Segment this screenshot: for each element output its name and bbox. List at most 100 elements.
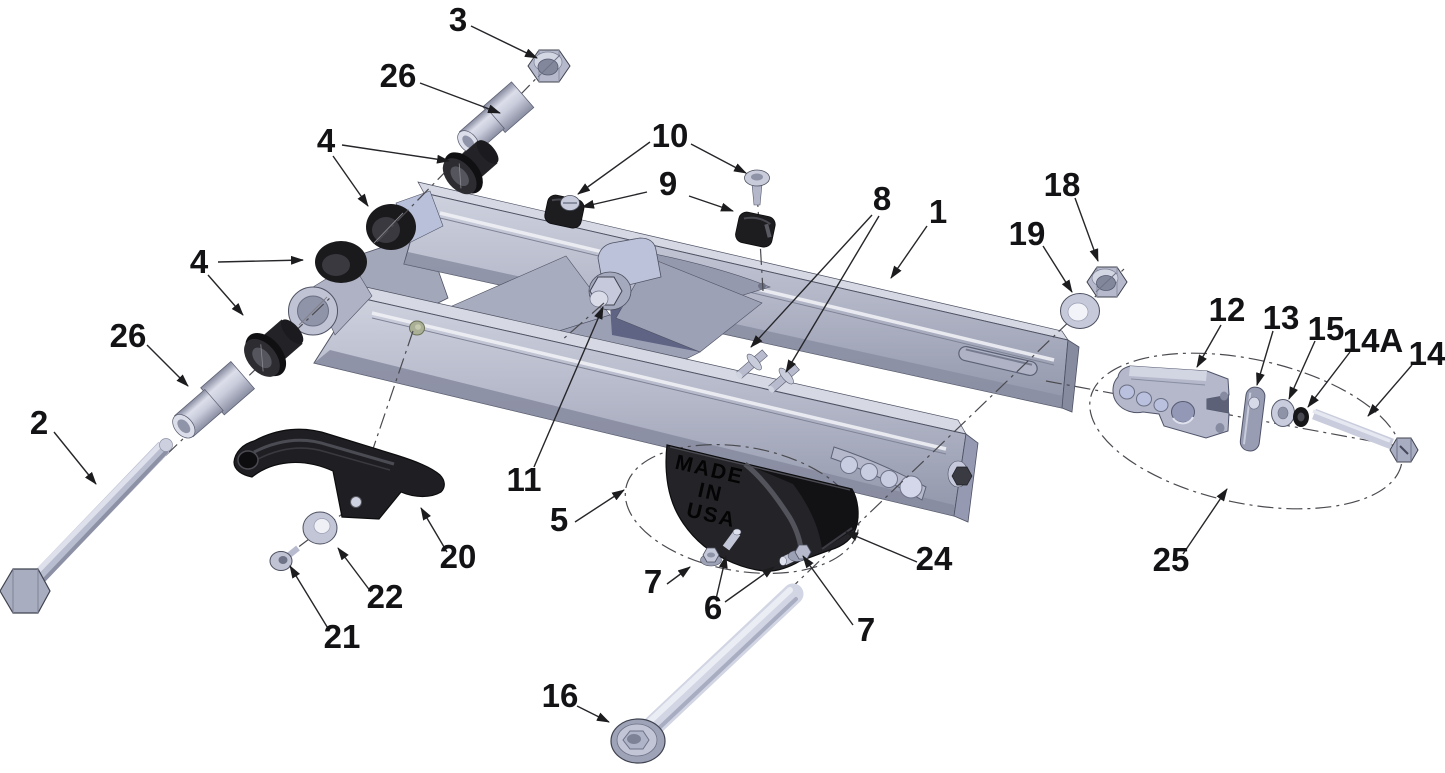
slider-mount-hole xyxy=(350,496,362,508)
spacer-part26-left xyxy=(172,360,255,439)
callout-label-14A: 14A xyxy=(1343,322,1404,359)
washer-part15 xyxy=(1271,399,1295,427)
oring-part14A xyxy=(1293,407,1309,427)
stud-part8 xyxy=(735,349,768,379)
axis-centerline xyxy=(639,268,1125,734)
flange-nut-part7-left xyxy=(700,547,722,567)
callout-label-8: 8 xyxy=(873,180,891,217)
callout-label-9: 9 xyxy=(659,165,677,202)
leader-line-4 xyxy=(207,274,244,316)
callout-label-18: 18 xyxy=(1044,166,1081,203)
callout-label-1: 1 xyxy=(929,193,947,230)
callout-label-16: 16 xyxy=(542,677,579,714)
leader-line-10 xyxy=(577,141,651,195)
callout-label-21: 21 xyxy=(324,618,361,655)
leader-line-25 xyxy=(1182,488,1228,555)
flange-nut-part3 xyxy=(527,49,571,83)
leader-line-12 xyxy=(1196,324,1222,368)
leader-line-13 xyxy=(1256,330,1274,386)
lower-seated-bushing-bore xyxy=(322,254,350,276)
callout-label-13: 13 xyxy=(1263,299,1300,336)
leader-line-26 xyxy=(419,82,501,114)
end-bolt-head xyxy=(951,466,973,486)
callout-label-7: 7 xyxy=(644,563,662,600)
callout-label-24: 24 xyxy=(916,540,953,577)
lower-arm-highlight xyxy=(371,311,947,451)
callout-label-5: 5 xyxy=(550,501,568,538)
leader-line-14 xyxy=(1367,364,1413,417)
leader-line-4 xyxy=(341,144,450,164)
leader-line-10 xyxy=(690,143,747,174)
bushing-part4-top xyxy=(442,140,499,195)
upper-arm-end-cap xyxy=(1061,339,1080,413)
made-in-usa-line2: IN xyxy=(696,479,726,507)
washer-part19 xyxy=(1060,293,1100,329)
adjuster-hole xyxy=(860,463,878,481)
callout-label-7: 7 xyxy=(857,611,875,648)
pivot-bolt-part2 xyxy=(0,438,173,614)
chain-slider-part20 xyxy=(233,428,445,520)
callout-label-15: 15 xyxy=(1308,310,1345,347)
chain-guide-ridge xyxy=(743,462,804,553)
washer-part22 xyxy=(302,511,338,545)
leader-line-21 xyxy=(289,565,330,631)
cable-clamp-right xyxy=(735,211,776,248)
callout-label-20: 20 xyxy=(440,538,477,575)
leader-line-11 xyxy=(533,306,604,468)
callout-label-26: 26 xyxy=(380,57,417,94)
lower-arm-groove xyxy=(371,317,947,455)
callout-label-3: 3 xyxy=(449,1,467,38)
adjuster-hole xyxy=(840,456,858,474)
callout-label-25: 25 xyxy=(1153,541,1190,578)
leader-line-14A xyxy=(1307,351,1351,408)
leader-line-7 xyxy=(666,566,691,585)
callout-label-2: 2 xyxy=(30,404,48,441)
leader-line-20 xyxy=(420,507,448,553)
callout-label-4: 4 xyxy=(317,122,336,159)
screw-part21 xyxy=(269,545,300,571)
callout-label-6: 6 xyxy=(704,589,722,626)
callout-label-26: 26 xyxy=(110,317,147,354)
stud-part6 xyxy=(722,528,742,551)
callout-label-4: 4 xyxy=(190,243,209,280)
leader-line-4 xyxy=(217,255,304,265)
leader-line-24 xyxy=(845,531,918,563)
leader-line-15 xyxy=(1288,340,1316,400)
adjuster-hole xyxy=(880,470,898,488)
lower-arm-lower-band xyxy=(314,350,954,516)
screw-part10 xyxy=(744,169,770,206)
upper-arm-slot xyxy=(958,345,1038,377)
leader-line-19 xyxy=(1042,245,1073,293)
loose-parts: MADE IN USA xyxy=(0,49,1419,764)
pivot-bolt-tip xyxy=(589,290,609,308)
axle-part16 xyxy=(610,583,804,764)
leader-line-6 xyxy=(715,555,728,600)
nut-part18 xyxy=(1086,266,1128,298)
leader-line-8 xyxy=(750,214,873,348)
leader-line-26 xyxy=(146,344,189,387)
clamp-screw-hole xyxy=(758,282,766,290)
tube-centermark xyxy=(298,296,328,326)
chain-guide-inner-shadow xyxy=(748,465,858,550)
leader-line-18 xyxy=(1074,197,1099,262)
leader-line-3 xyxy=(470,25,538,59)
adjuster-plate-part13 xyxy=(1239,386,1266,452)
bushing-centermark xyxy=(373,212,404,244)
bolt-part14 xyxy=(1312,408,1419,463)
callout-label-12: 12 xyxy=(1209,291,1246,328)
leader-line-4 xyxy=(332,155,369,207)
leader-line-16 xyxy=(576,705,610,723)
bushing-part4-left xyxy=(244,319,304,377)
leader-line-7 xyxy=(802,555,854,626)
spacer-part26-top xyxy=(457,81,535,154)
assembly-group-ellipse xyxy=(624,443,860,575)
callout-label-10: 10 xyxy=(652,117,689,154)
callout-label-22: 22 xyxy=(367,578,404,615)
leader-line-22 xyxy=(337,547,372,593)
assembly-group-ellipse xyxy=(1089,352,1403,510)
callout-label-11: 11 xyxy=(507,461,542,498)
leader-line-9 xyxy=(581,191,648,209)
